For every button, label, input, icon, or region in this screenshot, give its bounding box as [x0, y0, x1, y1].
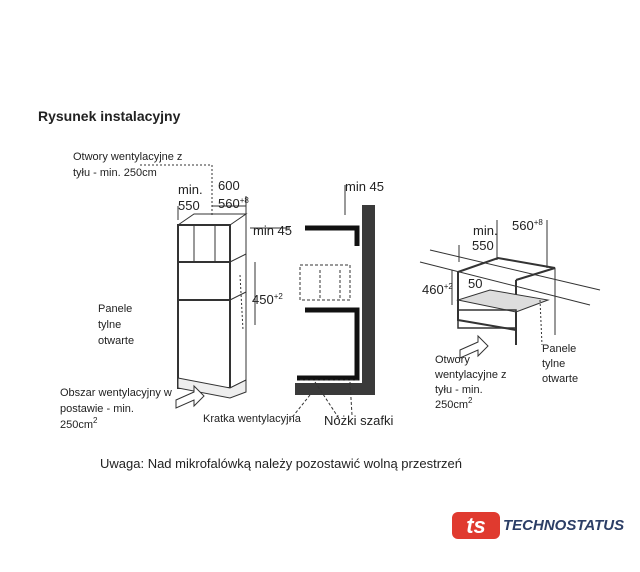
vent-rear-label-right: tyłu - min.	[435, 384, 483, 396]
panels-label: otwarte	[98, 335, 135, 347]
right-cabinet	[419, 220, 601, 359]
vent-area-unit-sup: 2	[468, 396, 473, 405]
plinth-vent-label: Obszar wentylacyjny w	[60, 387, 172, 399]
dim-460-tolerance: +2	[443, 282, 453, 291]
dim-460-value: 460	[422, 282, 444, 297]
panels-label-right: Panele	[542, 343, 577, 355]
plinth-vent-label: postawie - min.	[60, 403, 134, 415]
note-text: Uwaga: Nad mikrofalówką należy pozostawi…	[100, 456, 462, 471]
vent-rear-label-right: Otwory	[435, 354, 470, 366]
dim-min45-middle: min 45	[345, 179, 385, 194]
dim-560-tolerance: +8	[239, 196, 249, 205]
dim-560-right: 560+8	[512, 218, 543, 233]
dim-450: 450+2	[252, 292, 283, 307]
plinth-area: 250cm	[60, 419, 94, 431]
dim-560: 560+8	[218, 196, 249, 211]
vent-rear-label-right: 250cm2	[435, 396, 473, 413]
logo-text: TECHNOSTATUS	[503, 517, 625, 534]
dim-min45: min 45	[253, 223, 293, 238]
vent-rear-label: tyłu - min. 250cm	[73, 167, 157, 179]
dim-550: 550	[178, 198, 200, 213]
left-cabinet	[140, 164, 290, 409]
vent-rear-label-right: wentylacyjne z	[435, 369, 507, 381]
dim-450-value: 450	[252, 292, 274, 307]
vent-area: 250cm	[435, 399, 469, 411]
plinth-vent-label: 250cm2	[60, 416, 98, 433]
middle-section	[289, 185, 375, 421]
dim-450-tolerance: +2	[273, 292, 283, 301]
dim-600: 600	[218, 178, 240, 193]
plinth-area-unit-sup: 2	[93, 416, 98, 425]
dim-min-label-right: min.	[473, 223, 498, 238]
panels-label-right: otwarte	[542, 373, 579, 385]
page-title: Rysunek instalacyjny	[38, 108, 181, 124]
vent-rear-label: Otwory wentylacyjne z	[73, 151, 183, 163]
panels-label-right: tylne	[542, 358, 566, 370]
dim-460: 460+2	[422, 282, 453, 297]
dim-560-right-value: 560	[512, 218, 534, 233]
dim-min-label: min.	[178, 182, 203, 197]
dim-560-value: 560	[218, 196, 240, 211]
dim-550-right: 550	[472, 238, 494, 253]
logo-mark: ts	[452, 512, 500, 539]
dim-560-right-tolerance: +8	[533, 218, 543, 227]
panels-label: Panele	[98, 303, 133, 315]
grille-label: Kratka wentylacyjna	[203, 413, 301, 425]
panels-label: tylne	[98, 319, 122, 331]
dim-50: 50	[468, 276, 483, 291]
feet-label: Nóżki szafki	[324, 413, 394, 428]
